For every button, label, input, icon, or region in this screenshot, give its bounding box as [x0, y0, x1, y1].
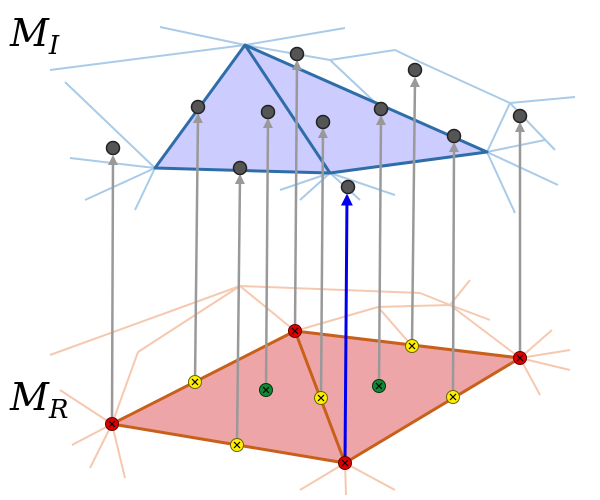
vertex-marker — [105, 417, 119, 431]
projection-arrow — [107, 155, 118, 425]
projected-points — [105, 46, 528, 195]
lower-mesh-lines — [49, 279, 571, 496]
upper-mesh-face — [153, 43, 489, 175]
lower-mesh-symbol: M — [10, 375, 49, 419]
upper-mesh-symbol: M — [10, 11, 49, 55]
projection-arrow — [291, 60, 302, 332]
edge-midpoint-marker — [446, 390, 460, 404]
edge-midpoint-marker — [314, 391, 328, 405]
upper-face-diagonal — [243, 44, 332, 174]
vertex-marker — [513, 351, 527, 365]
edge-midpoint-marker — [405, 339, 419, 353]
lower-mesh-label: MR — [10, 378, 69, 423]
vertex-marker — [338, 456, 352, 470]
projection-arrow — [317, 128, 328, 399]
edge-midpoint-marker — [230, 438, 244, 452]
upper-mesh-label: MI — [10, 14, 59, 59]
upper-mesh-lines — [49, 26, 576, 214]
projected-point — [512, 108, 528, 124]
projected-point — [289, 46, 305, 62]
vertex-markers — [105, 324, 527, 470]
projection-arrow — [262, 118, 273, 391]
projected-point — [315, 114, 331, 130]
face-center-marker — [259, 383, 273, 397]
edge-midpoint-marker — [188, 375, 202, 389]
projected-point — [446, 128, 462, 144]
projected-point — [232, 160, 248, 176]
projection-arrow — [375, 115, 386, 387]
projection-arrow — [409, 77, 420, 347]
face-center-marker — [372, 379, 386, 393]
face-markers — [259, 379, 386, 397]
projection-arrow — [448, 142, 459, 398]
projected-point — [190, 99, 206, 115]
projected-point — [407, 62, 423, 78]
projection-arrows — [107, 60, 525, 446]
highlighted-projection-arrow — [340, 193, 353, 464]
projected-point — [340, 179, 356, 195]
edge-markers — [188, 339, 460, 452]
upper-mesh-subscript: I — [48, 31, 60, 61]
projected-point — [105, 140, 121, 156]
projection-arrow — [234, 174, 245, 446]
lower-mesh-subscript: R — [48, 395, 69, 425]
projected-point — [373, 101, 389, 117]
projected-point — [260, 104, 276, 120]
projection-arrow — [192, 113, 203, 383]
vertex-marker — [288, 324, 302, 338]
